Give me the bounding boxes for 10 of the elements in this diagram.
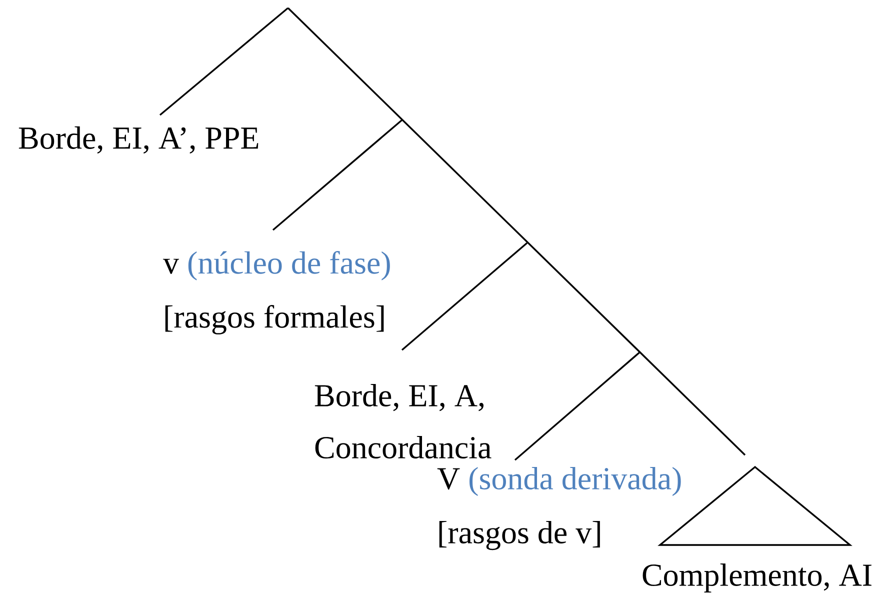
tree-label: Complemento, AI <box>642 563 872 592</box>
tree-label: Borde, EI, A’, PPE <box>18 126 258 154</box>
tree-branch <box>401 242 528 351</box>
tree-label: Borde, EI, A, Concordancia <box>314 384 492 458</box>
tree-branch <box>159 7 289 116</box>
tree-branch <box>514 351 641 461</box>
tree-label: v (núcleo de fase) [rasgos formales] <box>163 251 390 334</box>
tree-label: V (sonda derivada) [rasgos de v] <box>437 467 681 550</box>
tree-branch <box>272 119 403 231</box>
tree-branch <box>287 7 746 456</box>
